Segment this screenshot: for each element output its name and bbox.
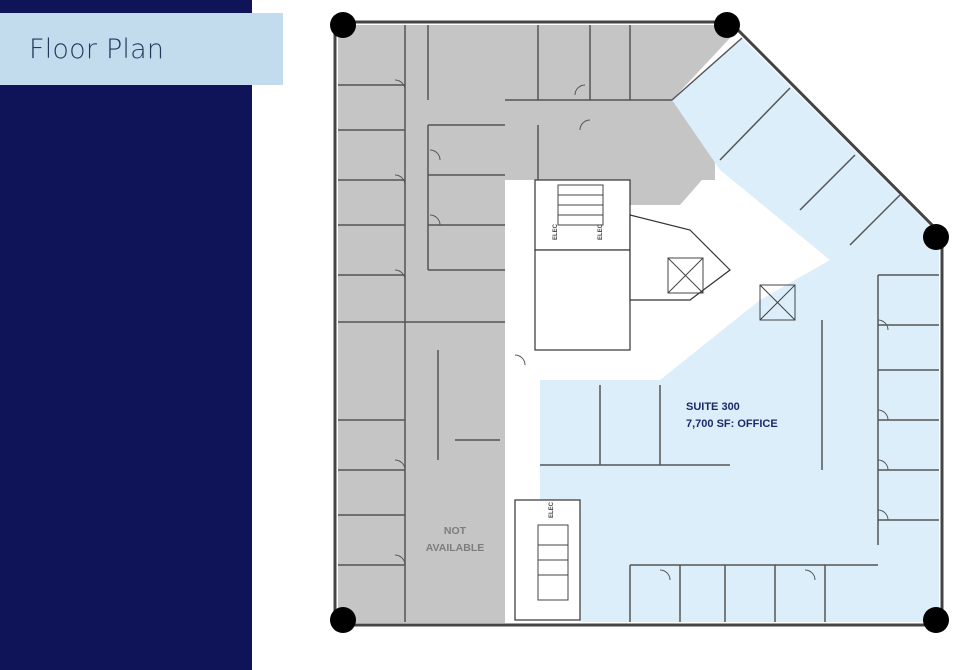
elec-label-2: ELEC: [598, 223, 604, 240]
suite-name-label: SUITE 300: [686, 401, 740, 413]
elec-label-3: ELEC: [549, 501, 555, 518]
elec-label-1: ELEC: [553, 223, 559, 240]
suite-area-label: 7,700 SF: OFFICE: [686, 418, 778, 430]
corner-columns: [330, 12, 949, 633]
door-swings: [394, 79, 889, 581]
not-available-label-line1: NOT: [444, 525, 467, 537]
office-partitions: [338, 25, 939, 622]
stair-elevator-core: [537, 184, 796, 601]
suite-300-area: [540, 38, 939, 622]
floor-plan: ELEC ELEC ELEC SUITE 300 7,700 SF: OFFIC…: [330, 12, 949, 633]
page-title: Floor Plan: [29, 33, 165, 65]
title-tab: Floor Plan: [0, 13, 283, 85]
not-available-label-line2: AVAILABLE: [426, 542, 485, 554]
sidebar-panel: [0, 0, 252, 670]
